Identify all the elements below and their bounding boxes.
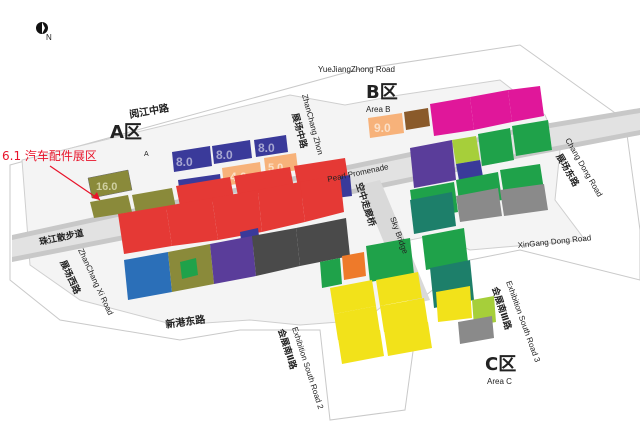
hall-block [252, 228, 300, 276]
hall-block [410, 192, 456, 234]
hall-block [422, 228, 468, 270]
area-b-label: B区 [366, 82, 398, 103]
hall-8-c [254, 135, 288, 157]
hall-block [410, 140, 456, 188]
hall-block [478, 128, 514, 166]
area-c-label: C区 [485, 354, 516, 375]
hall-9 [368, 113, 404, 138]
hall-block [508, 86, 544, 122]
hall-block [366, 238, 414, 282]
hall-16-label: 16.0 [96, 181, 117, 193]
hall-block [330, 280, 376, 314]
hall-block [166, 198, 218, 246]
hall-8-a [172, 146, 212, 172]
hall-block [180, 258, 198, 279]
callout-label: 6.1 汽车配件展区 [2, 148, 97, 163]
hall-block [338, 330, 384, 364]
hall-8-b [212, 140, 252, 164]
hall-block [404, 108, 430, 130]
hall-8-a-label: 8.0 [176, 155, 193, 169]
hall-block [300, 175, 344, 222]
hall-block [512, 120, 552, 156]
road-yuejiang-cn: 阅江中路 [128, 101, 171, 121]
road-yuejiang: YueJiangZhong Road [318, 65, 395, 74]
area-b-sub: Area B [366, 105, 390, 114]
area-b-halls: 9.0 [368, 86, 552, 234]
hall-block [92, 192, 100, 200]
hall-6-1 [90, 195, 132, 218]
area-a-label: A区 [110, 122, 142, 143]
hall-block [430, 97, 474, 136]
hall-block [470, 90, 512, 130]
hall-block [500, 184, 548, 216]
hall-block [334, 306, 380, 340]
compass-letter: N [46, 33, 52, 42]
hall-block [458, 316, 494, 344]
area-c-halls [320, 228, 496, 364]
hall-block [320, 258, 342, 288]
hall-block [210, 236, 256, 284]
hall-16 [87, 169, 133, 199]
callout-arrow [49, 165, 101, 201]
hall-block [384, 322, 432, 356]
hall-block [124, 252, 172, 300]
area-a-sub: A [144, 151, 149, 158]
hall-block [452, 136, 480, 164]
hall-block [376, 272, 422, 306]
area-a-halls: 16.0 8.0 8.0 8.0 4.0 5.0 [87, 135, 352, 300]
compass-icon: N [36, 22, 52, 42]
hall-block [212, 190, 262, 240]
hall-block [296, 218, 350, 266]
hall-block [436, 286, 472, 322]
hall-8-c-label: 8.0 [258, 141, 275, 155]
hall-block [118, 206, 172, 254]
hall-block [42, 22, 45, 34]
hall-block [258, 182, 305, 232]
hall-9-label: 9.0 [374, 121, 391, 135]
area-c-sub: Area C [487, 377, 512, 386]
hall-block [380, 298, 428, 332]
hall-block [456, 188, 502, 222]
hall-8-b-label: 8.0 [216, 148, 233, 162]
hall-block [342, 252, 366, 280]
